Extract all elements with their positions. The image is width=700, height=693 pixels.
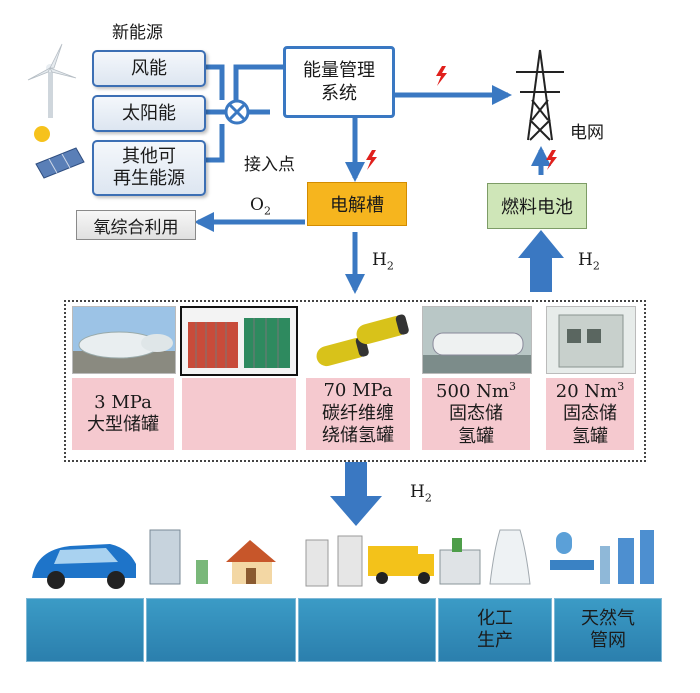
- grid-label: 电网: [570, 123, 604, 143]
- storage-label-3mpa: 3 MPa 大型储罐: [72, 378, 174, 450]
- junction-label: 接入点: [244, 155, 295, 175]
- house-icon: [226, 540, 276, 584]
- solid-storage-20-photo: [546, 306, 636, 374]
- application-cell-2: [146, 598, 296, 662]
- large-tank-photo: [72, 306, 176, 374]
- other-renewables-box: 其他可 再生能源: [92, 140, 206, 196]
- chemical-plant-icon: [439, 529, 531, 585]
- source-connectors: [202, 64, 290, 163]
- junction-point-icon: [224, 99, 250, 125]
- power-cabinet-icon: [305, 535, 363, 587]
- application-cell-3: [298, 598, 436, 662]
- h2-label-fuel-cell: H2: [578, 250, 600, 273]
- application-cell-1: [26, 598, 144, 662]
- carbon-fiber-tank-photo: [306, 306, 410, 372]
- energy-management-system-box: 能量管理 系统: [283, 46, 395, 118]
- fuel-cell-box: 燃料电池: [487, 183, 587, 229]
- h2-supply-arrow: [330, 462, 382, 526]
- storage-label-70mpa: 70 MPa 碳纤维缠 绕储氢罐: [306, 378, 410, 450]
- h2-label-electrolyzer: H2: [372, 250, 394, 273]
- cylinder-bundle-photo: [180, 306, 298, 376]
- hydrogen-storage-panel: [64, 300, 646, 462]
- energy-flow-diagram: [27, 43, 564, 294]
- buildings-icon: [149, 529, 208, 585]
- storage-label-500nm3: 500 Nm3 固态储 氢罐: [422, 378, 530, 450]
- storage-label-20nm3: 20 Nm3 固态储 氢罐: [546, 378, 634, 450]
- gas-pipeline-icon: [550, 530, 654, 584]
- o2-label: O2: [250, 195, 271, 218]
- application-gas-pipeline: 天然气 管网: [554, 598, 662, 662]
- lightning-icon: [366, 66, 557, 170]
- application-chemical-production: 化工 生产: [438, 598, 552, 662]
- fuel-cell-car-icon: [32, 544, 136, 589]
- applications-illustrations: [32, 529, 654, 589]
- wind-turbine-icon: [27, 43, 77, 118]
- storage-label-2: [182, 378, 296, 450]
- solar-panel-icon: [34, 126, 85, 179]
- h2-label-supply: H2: [410, 482, 432, 505]
- oxygen-utilization-box: 氧综合利用: [76, 210, 196, 240]
- solar-energy-box: 太阳能: [92, 95, 206, 132]
- generator-truck-icon: [368, 546, 434, 584]
- power-tower-icon: [516, 49, 564, 141]
- h2-up-arrow: [518, 230, 564, 292]
- electrolyzer-box: 电解槽: [307, 182, 407, 226]
- wind-energy-box: 风能: [92, 50, 206, 87]
- solid-storage-500-photo: [422, 306, 532, 374]
- renewables-title: 新能源: [112, 23, 163, 43]
